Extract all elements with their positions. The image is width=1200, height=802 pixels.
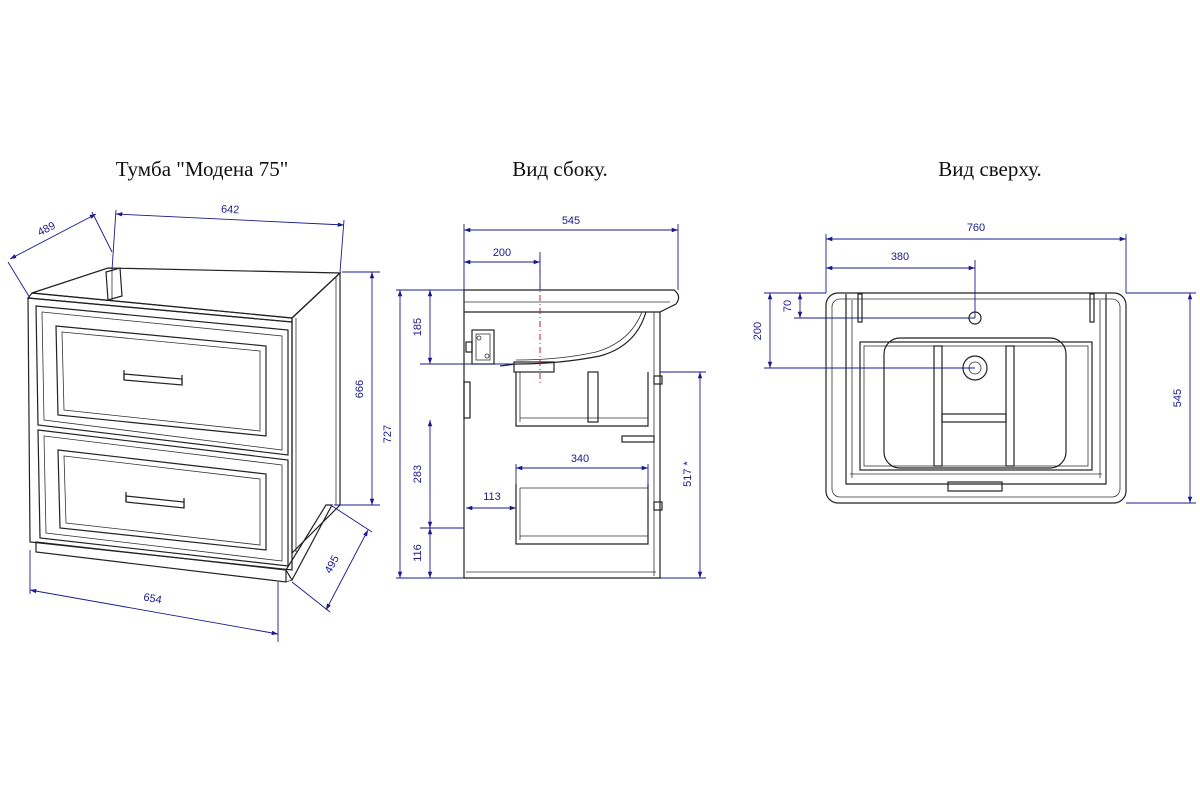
cabinet-drawing (26, 267, 342, 583)
side-view-drawing (463, 256, 680, 579)
dim-top-drain: 200 (752, 322, 764, 340)
cabinet-dimensions: 489 642 666 654 495 (7, 204, 380, 642)
dim-top-depth: 545 (1172, 389, 1184, 407)
dim-side-total-height: 727 (382, 425, 394, 443)
dim-side-pipe: 113 (483, 491, 501, 503)
dim-side-drawer-height: 517 * (682, 460, 694, 486)
dim-height: 666 (354, 380, 366, 398)
dim-side-depth: 545 (562, 215, 580, 227)
top-view-title: Вид сверху. (938, 157, 1041, 181)
dim-depth-base: 495 (323, 554, 342, 576)
dim-width-base: 654 (142, 592, 162, 607)
top-view-drawing (825, 292, 1127, 504)
side-view-title: Вид сбоку. (512, 157, 608, 181)
dim-top-faucet: 70 (782, 300, 794, 312)
dim-top-half-width: 380 (891, 251, 909, 263)
dim-side-drawer-depth: 340 (571, 453, 589, 465)
dim-side-base: 116 (412, 544, 424, 562)
side-view-dimensions: 545 200 727 185 283 116 113 340 517 * (382, 215, 706, 579)
cabinet-view-title: Тумба "Модена 75" (116, 157, 289, 181)
dim-side-top: 185 (412, 318, 424, 336)
dim-side-middle: 283 (412, 465, 424, 483)
dim-side-drain: 200 (493, 247, 511, 259)
dim-top-width: 760 (967, 222, 985, 234)
dim-width-top: 642 (221, 204, 240, 217)
top-view-dimensions: 760 380 70 200 545 (752, 222, 1196, 504)
